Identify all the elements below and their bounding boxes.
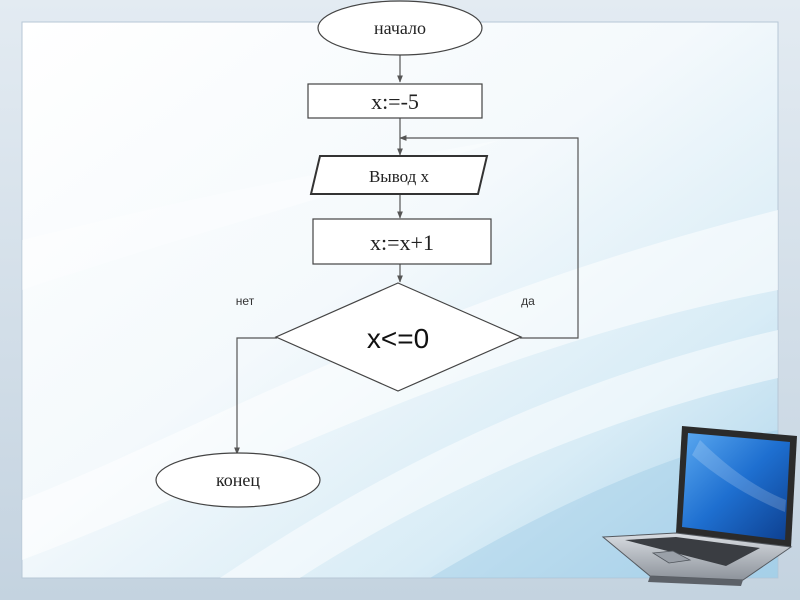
output-io: [309, 155, 489, 195]
branch-no-label: нет: [236, 294, 255, 308]
condition-label: x<=0: [367, 323, 429, 354]
laptop-front-edge: [648, 576, 743, 586]
increment-process: [312, 218, 492, 265]
output-label: Вывод x: [369, 167, 430, 186]
condition-decision: [274, 282, 523, 392]
laptop-touchpad: [651, 550, 692, 564]
start-label: начало: [374, 18, 426, 38]
connector-yes-loop: [399, 135, 579, 339]
laptop-icon: [601, 426, 797, 586]
connector-no-end: [234, 337, 277, 455]
laptop-screen-glare: [692, 440, 786, 512]
init-label: x:=-5: [371, 89, 419, 114]
branch-yes-label: да: [521, 294, 535, 308]
decorative-swoosh-2: [220, 330, 778, 578]
end-label: конец: [216, 470, 260, 490]
laptop-screen: [682, 433, 790, 540]
laptop-keyboard: [625, 537, 760, 566]
start-terminator: [317, 0, 483, 56]
end-terminator: [155, 452, 321, 508]
init-process: [307, 83, 483, 119]
increment-label: x:=x+1: [370, 230, 434, 255]
